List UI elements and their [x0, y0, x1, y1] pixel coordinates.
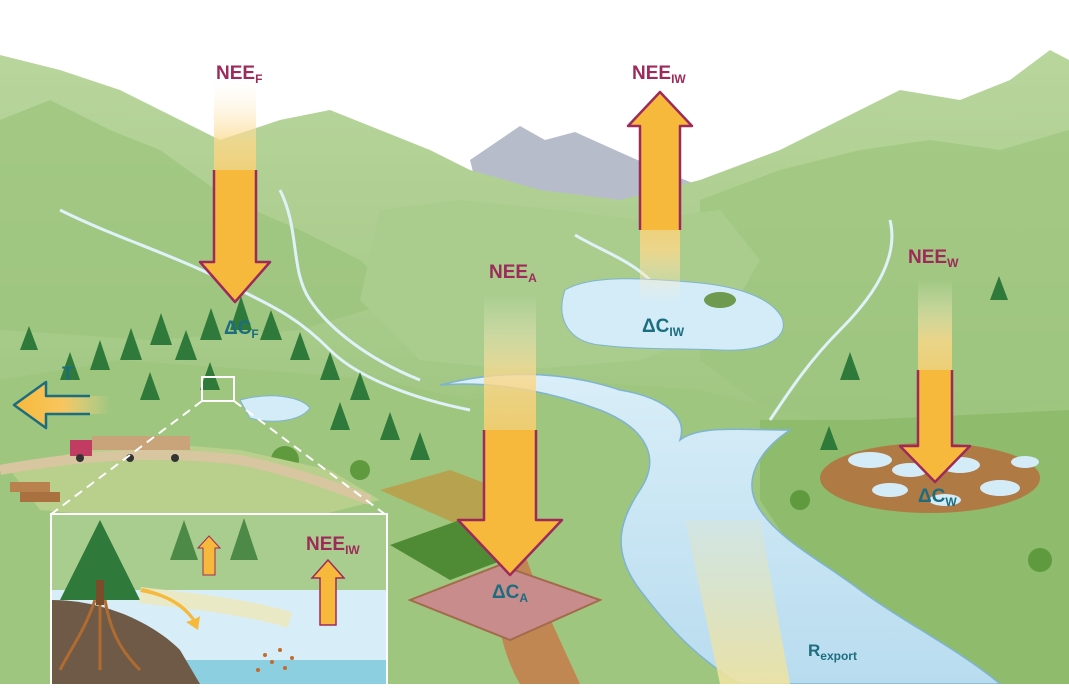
transport-arrow	[12, 380, 110, 430]
inset-nee-iw-label: NEEIW	[306, 534, 360, 557]
deciduous-tree-icon	[790, 490, 810, 510]
t-label: T	[62, 364, 74, 385]
zoom-line-right	[233, 400, 387, 516]
right-ridge	[700, 130, 1069, 430]
inset-curved-arrow	[140, 588, 200, 630]
dc-iw-label: ΔCIW	[642, 316, 685, 339]
wetland-pond-icon	[1011, 456, 1039, 468]
lake-island	[704, 292, 736, 308]
conifer-tree-icon	[60, 520, 140, 600]
conifer-tree-icon	[150, 313, 172, 345]
conifer-tree-icon	[990, 276, 1008, 300]
inset-up-arrow-small	[196, 535, 222, 576]
conifer-tree-icon	[140, 372, 160, 400]
r-export-label: Rexport	[808, 641, 857, 663]
inset-sediment	[256, 648, 294, 672]
export-plume	[685, 520, 790, 684]
conifer-tree-icon	[230, 518, 258, 560]
conifer-tree-icon	[320, 352, 340, 380]
wetland-pond-icon	[872, 483, 908, 497]
wetland-pond-icon	[848, 452, 892, 468]
dc-w-label: ΔCW	[918, 486, 957, 509]
nee-f-label: NEEF	[216, 63, 262, 86]
conifer-tree-icon	[410, 432, 430, 460]
conifer-tree-icon	[330, 402, 350, 430]
conifer-tree-icon	[380, 412, 400, 440]
conifer-forest	[20, 276, 1008, 460]
deciduous-tree-icon	[1028, 548, 1052, 572]
stream-mid	[278, 189, 421, 382]
conifer-tree-icon	[260, 310, 282, 340]
wetland-pond-icon	[980, 480, 1020, 496]
stream-left	[59, 208, 471, 412]
forest-pond	[239, 395, 311, 422]
conifer-tree-icon	[175, 330, 197, 360]
stream-right	[768, 219, 894, 421]
log-pile-icon	[10, 482, 60, 502]
nee-f-flux-arrow	[198, 80, 272, 304]
inset-lateral-flux	[139, 587, 293, 628]
inset-up-arrow	[310, 558, 346, 626]
conifer-tree-icon	[60, 352, 80, 380]
deciduous-tree-icon	[350, 460, 370, 480]
conifer-tree-icon	[200, 308, 222, 340]
nee-a-flux-arrow	[456, 295, 564, 577]
inset-panel: NEEIW	[50, 513, 388, 686]
conifer-tree-icon	[20, 326, 38, 350]
inset-bank	[52, 600, 200, 684]
dc-a-label: ΔCA	[492, 582, 528, 605]
conifer-tree-icon	[820, 426, 838, 450]
conifer-tree-icon	[170, 520, 198, 560]
nee-w-flux-arrow	[898, 280, 972, 484]
dc-f-label: ΔCF	[224, 318, 259, 341]
inset-tree-roots	[58, 599, 142, 672]
zoom-line-left	[49, 400, 203, 516]
nee-w-label: NEEW	[908, 247, 959, 270]
conifer-tree-icon	[120, 328, 142, 360]
nee-iw-flux-arrow	[626, 90, 694, 305]
conifer-tree-icon	[840, 352, 860, 380]
inset-lake-bottom	[160, 660, 386, 684]
conifer-tree-icon	[90, 340, 110, 370]
nee-a-label: NEEA	[489, 262, 537, 285]
wetland-pond-icon	[929, 494, 961, 506]
nee-iw-label: NEEIW	[632, 63, 686, 86]
tilled-field	[407, 563, 603, 642]
conifer-tree-icon	[290, 332, 310, 360]
zoom-marker	[201, 376, 235, 402]
conifer-tree-icon	[230, 296, 252, 330]
forest-road	[0, 449, 372, 505]
inset-tree-trunk	[96, 580, 104, 605]
conifer-tree-icon	[350, 372, 370, 400]
